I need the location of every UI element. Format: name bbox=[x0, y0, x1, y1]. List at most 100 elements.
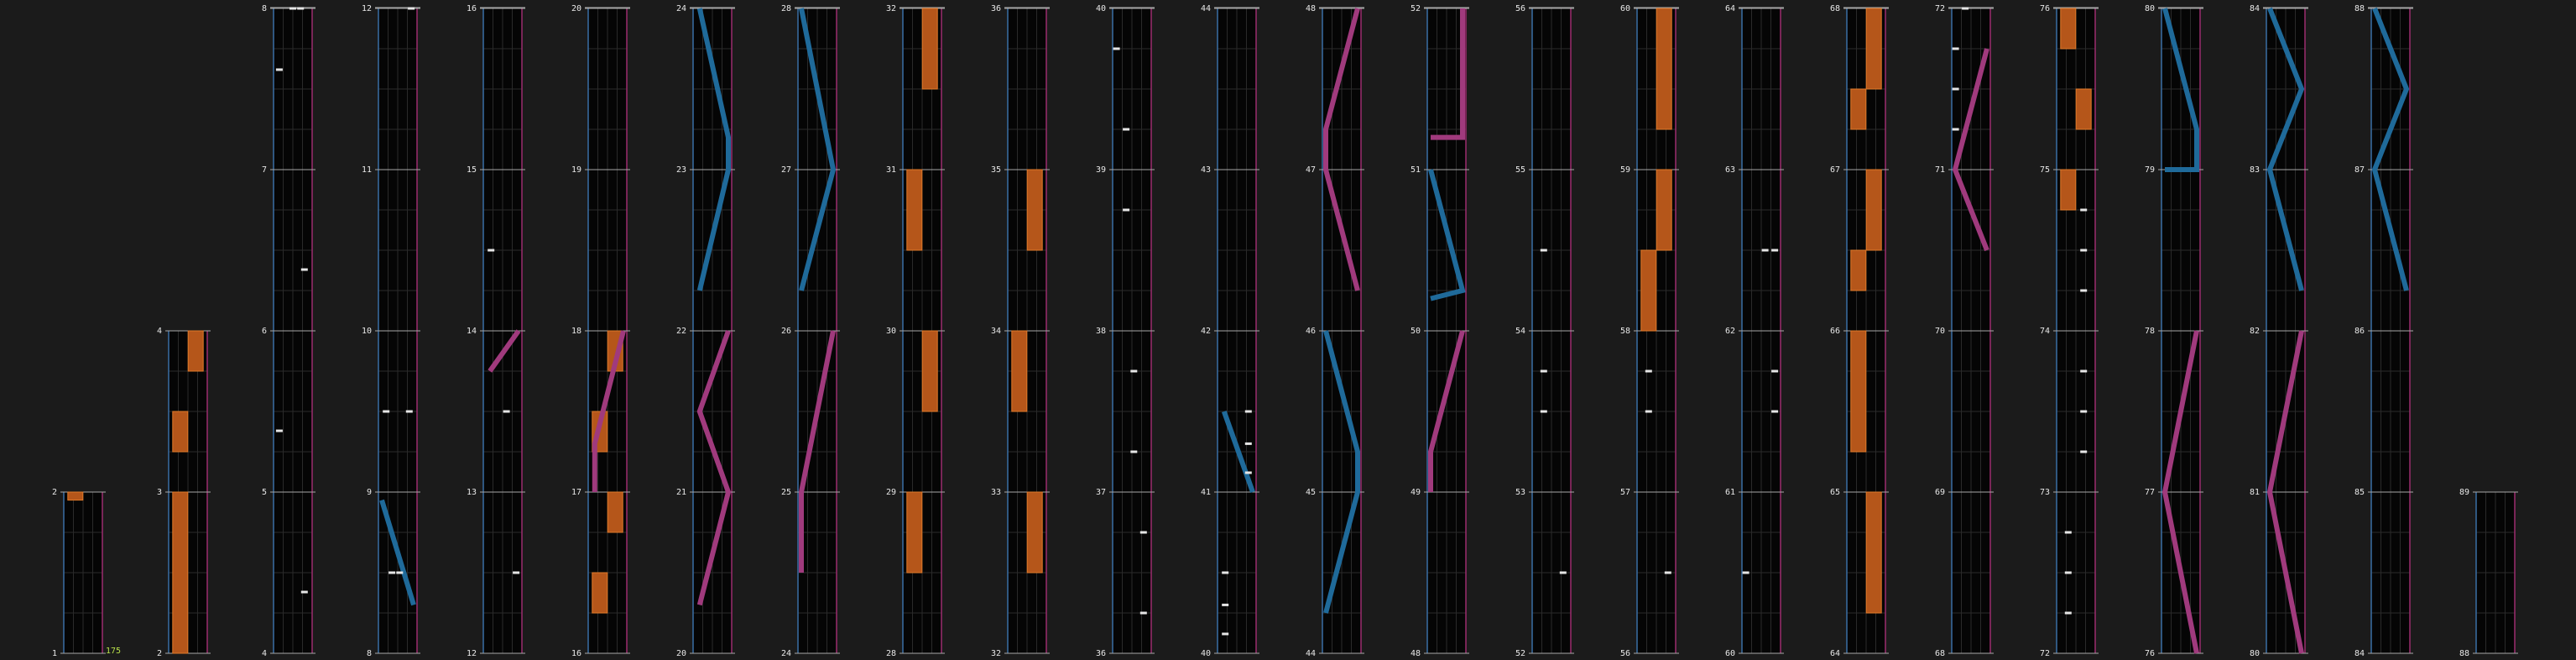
tap-note bbox=[1952, 47, 1959, 50]
measure-number: 15 bbox=[467, 165, 477, 175]
hold-note bbox=[906, 491, 923, 574]
slide-path bbox=[1323, 8, 1360, 291]
hold-note bbox=[1865, 491, 1882, 614]
tap-note bbox=[297, 7, 305, 10]
tap-note bbox=[300, 268, 308, 271]
measure-number: 71 bbox=[1935, 165, 1945, 175]
measure-number: 37 bbox=[1096, 488, 1106, 497]
slide-path bbox=[2161, 330, 2199, 654]
tap-note bbox=[1540, 249, 1547, 252]
tap-note bbox=[289, 7, 296, 10]
hold-note bbox=[1656, 8, 1672, 130]
measure-number: 83 bbox=[2250, 165, 2260, 175]
tap-note bbox=[2064, 611, 2072, 615]
measure-number: 78 bbox=[2145, 327, 2155, 336]
measure-number: 69 bbox=[1935, 488, 1945, 497]
tap-note bbox=[1244, 471, 1252, 474]
hold-note bbox=[172, 411, 189, 453]
measure-number: 31 bbox=[886, 165, 896, 175]
measure-number: 39 bbox=[1096, 165, 1106, 175]
hold-note bbox=[607, 491, 623, 533]
hold-note bbox=[1640, 249, 1657, 332]
slide-path bbox=[1221, 410, 1255, 494]
measure-number: 5 bbox=[262, 488, 267, 497]
measure-number: 12 bbox=[362, 4, 372, 13]
measure-number: 28 bbox=[886, 649, 896, 658]
tap-note bbox=[1123, 208, 1130, 212]
measure-number: 60 bbox=[1620, 4, 1630, 13]
measure-number: 80 bbox=[2250, 649, 2260, 658]
measure-number: 28 bbox=[781, 4, 791, 13]
slide-path bbox=[696, 8, 731, 291]
measure-number: 52 bbox=[1411, 4, 1421, 13]
measure-number: 12 bbox=[467, 649, 477, 658]
tap-note bbox=[488, 249, 495, 252]
hold-note bbox=[67, 491, 84, 501]
tap-note bbox=[405, 410, 413, 413]
tap-note bbox=[396, 571, 404, 574]
measure-number: 34 bbox=[991, 327, 1001, 336]
measure-number: 10 bbox=[362, 327, 372, 336]
measure-number: 41 bbox=[1201, 488, 1211, 497]
tap-note bbox=[1962, 7, 1969, 10]
hold-note bbox=[592, 572, 608, 614]
measure-number: 75 bbox=[2040, 165, 2050, 175]
measure-number: 44 bbox=[1201, 4, 1211, 13]
tap-note bbox=[1222, 632, 1229, 636]
measure-number: 22 bbox=[676, 327, 686, 336]
slide-path bbox=[2266, 7, 2305, 291]
measure-number: 3 bbox=[157, 488, 162, 497]
hold-note bbox=[1850, 249, 1867, 291]
tap-note bbox=[1559, 571, 1567, 574]
slide-path bbox=[2266, 330, 2304, 654]
slide-path bbox=[1952, 48, 1989, 252]
tap-note bbox=[1123, 128, 1130, 131]
tap-note bbox=[408, 7, 415, 10]
tap-note bbox=[1771, 410, 1779, 413]
measure-number: 84 bbox=[2354, 649, 2365, 658]
tap-note bbox=[1540, 410, 1547, 413]
measure-number: 51 bbox=[1411, 165, 1421, 175]
measure-number: 48 bbox=[1411, 649, 1421, 658]
measure-number: 68 bbox=[1935, 649, 1945, 658]
measure-number: 89 bbox=[2459, 488, 2469, 497]
measure-number: 56 bbox=[1620, 649, 1630, 658]
measure-number: 40 bbox=[1201, 649, 1211, 658]
hold-note bbox=[1656, 169, 1672, 251]
measure-number: 50 bbox=[1411, 327, 1421, 336]
tap-note bbox=[1130, 369, 1138, 373]
measure-number: 4 bbox=[157, 327, 162, 336]
measure-number: 30 bbox=[886, 327, 896, 336]
tap-note bbox=[2080, 369, 2088, 373]
measure-number: 2 bbox=[157, 649, 162, 658]
measure-number: 77 bbox=[2145, 488, 2155, 497]
measure-number: 9 bbox=[367, 488, 372, 497]
tap-note bbox=[1222, 571, 1229, 574]
measure-number: 25 bbox=[781, 488, 791, 497]
measure-number: 86 bbox=[2354, 327, 2365, 336]
tap-note bbox=[1952, 87, 1959, 91]
measure-number: 74 bbox=[2040, 327, 2050, 336]
measure-number: 40 bbox=[1096, 4, 1106, 13]
measure-number: 66 bbox=[1830, 327, 1840, 336]
measure-number: 60 bbox=[1725, 649, 1735, 658]
tap-note bbox=[1645, 369, 1652, 373]
measure-number: 17 bbox=[571, 488, 581, 497]
measure-number: 79 bbox=[2145, 165, 2155, 175]
tap-note bbox=[1645, 410, 1652, 413]
measure-number: 72 bbox=[2040, 649, 2050, 658]
measure-number: 46 bbox=[1306, 327, 1316, 336]
measure-number: 16 bbox=[571, 649, 581, 658]
measure-number: 56 bbox=[1515, 4, 1525, 13]
hold-note bbox=[1865, 8, 1882, 90]
tap-note bbox=[1244, 410, 1252, 413]
tap-note bbox=[1771, 249, 1779, 252]
measure-number: 24 bbox=[676, 4, 686, 13]
measure-number: 7 bbox=[262, 165, 267, 175]
measure-number: 1 bbox=[52, 649, 57, 658]
tap-note bbox=[1139, 531, 1147, 534]
tap-note bbox=[503, 410, 510, 413]
measure-number: 81 bbox=[2250, 488, 2260, 497]
